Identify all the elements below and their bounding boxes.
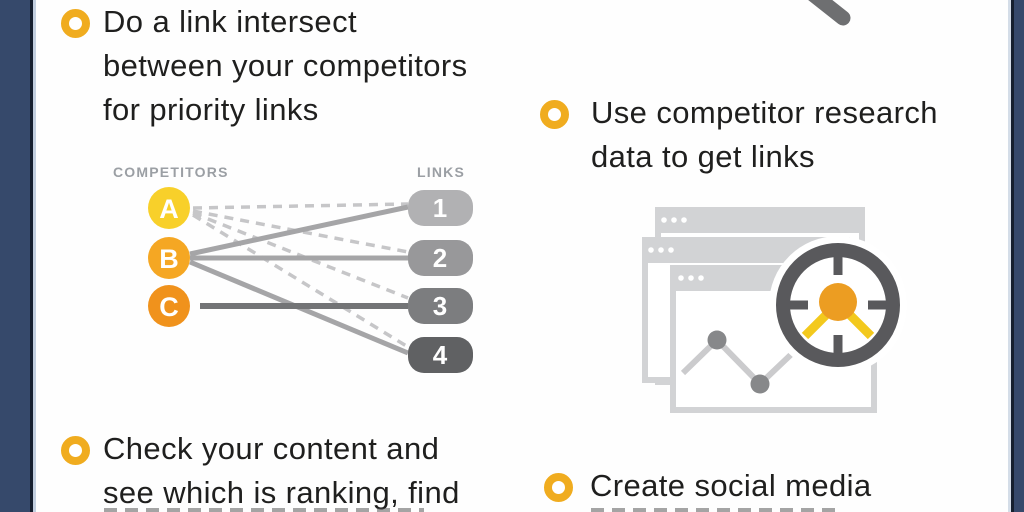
left-border-shadow (30, 0, 33, 512)
competitors-column-label: COMPETITORS (113, 164, 229, 180)
text-line: between your competitors (103, 48, 468, 83)
right-border (1014, 0, 1024, 512)
truncated-text-line (104, 508, 424, 512)
tip-social-media-text: Create social media (590, 464, 872, 508)
link-label: 1 (433, 193, 447, 223)
link-pill-1: 1 (408, 190, 473, 226)
bullet-ring-icon (540, 100, 569, 129)
tip-link-intersect-text: Do a link intersect between your competi… (103, 0, 468, 132)
competitor-label: B (159, 244, 179, 274)
competitor-label: A (159, 194, 179, 224)
link-label: 2 (433, 243, 447, 273)
text-line: data to get links (591, 139, 815, 174)
left-border (0, 0, 30, 512)
competitor-label: C (159, 292, 179, 322)
link-pill-2: 2 (408, 240, 473, 276)
text-line: see which is ranking, find (103, 475, 460, 510)
link-pill-3: 3 (408, 288, 473, 324)
magnifier-handle-icon (808, 0, 851, 26)
solid-edges (189, 204, 409, 356)
competitor-node-b: B (148, 237, 190, 279)
link-intersect-diagram: COMPETITORS LINKS A B C (113, 164, 473, 373)
link-label: 4 (433, 340, 448, 370)
text-line: Do a link intersect (103, 4, 357, 39)
right-border-shadow (1011, 0, 1014, 512)
left-border-highlight (33, 0, 36, 512)
tip-competitor-research-text: Use competitor research data to get link… (591, 91, 938, 179)
link-label: 3 (433, 291, 447, 321)
text-line: Check your content and (103, 431, 440, 466)
line-chart-icon (680, 330, 803, 394)
right-border-highlight (1008, 0, 1011, 512)
text-line: for priority links (103, 92, 319, 127)
bullet-ring-icon (61, 436, 90, 465)
text-line: Use competitor research (591, 95, 938, 130)
tip-check-content-text: Check your content and see which is rank… (103, 427, 460, 512)
competitor-node-a: A (148, 187, 190, 229)
bullet-ring-icon (61, 9, 90, 38)
competitor-node-c: C (148, 285, 190, 327)
links-column-label: LINKS (417, 164, 465, 180)
bullet-ring-icon (544, 473, 573, 502)
browser-windows-analytics-icon (642, 207, 907, 413)
target-crosshair-icon (769, 236, 907, 374)
truncated-text-line (591, 508, 841, 512)
link-pill-4: 4 (408, 337, 473, 373)
text-line: Create social media (590, 468, 872, 503)
